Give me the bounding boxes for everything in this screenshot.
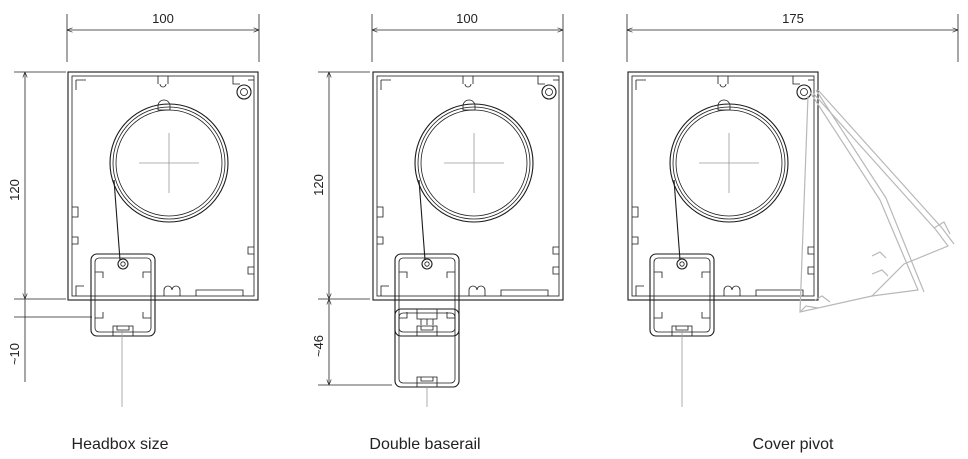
panel-cover-pivot: 175 Cover pivot	[626, 11, 959, 453]
width-dimension: 100	[371, 11, 564, 62]
baserail-lower-profile	[394, 308, 460, 388]
height-dimension: 120	[311, 71, 370, 300]
extra-dimension: ~46	[311, 299, 392, 386]
panel-headbox-size: 100 120 ~10 Headbox size	[7, 11, 260, 453]
extra-label: ~10	[7, 343, 22, 365]
headbox-profile	[372, 71, 564, 301]
caption: Headbox size	[72, 436, 169, 453]
baserail-profile	[649, 253, 715, 337]
height-label: 120	[7, 179, 22, 201]
pivoted-cover-outline	[799, 89, 955, 313]
panel-double-baserail: 100 120 ~46 Double baserail	[311, 11, 564, 453]
headbox-profile	[627, 71, 819, 301]
width-dimension: 175	[626, 11, 959, 62]
baserail-profile	[90, 253, 156, 337]
caption: Cover pivot	[753, 436, 834, 453]
height-dimension: 120	[7, 71, 66, 300]
headbox-profile	[67, 71, 259, 301]
width-label: 175	[782, 11, 804, 26]
height-label: 120	[311, 174, 326, 196]
caption: Double baserail	[369, 436, 480, 453]
extra-dimension: ~10	[7, 299, 92, 382]
width-dimension: 100	[66, 11, 260, 62]
extra-label: ~46	[311, 335, 326, 357]
width-label: 100	[152, 11, 174, 26]
width-label: 100	[456, 11, 478, 26]
